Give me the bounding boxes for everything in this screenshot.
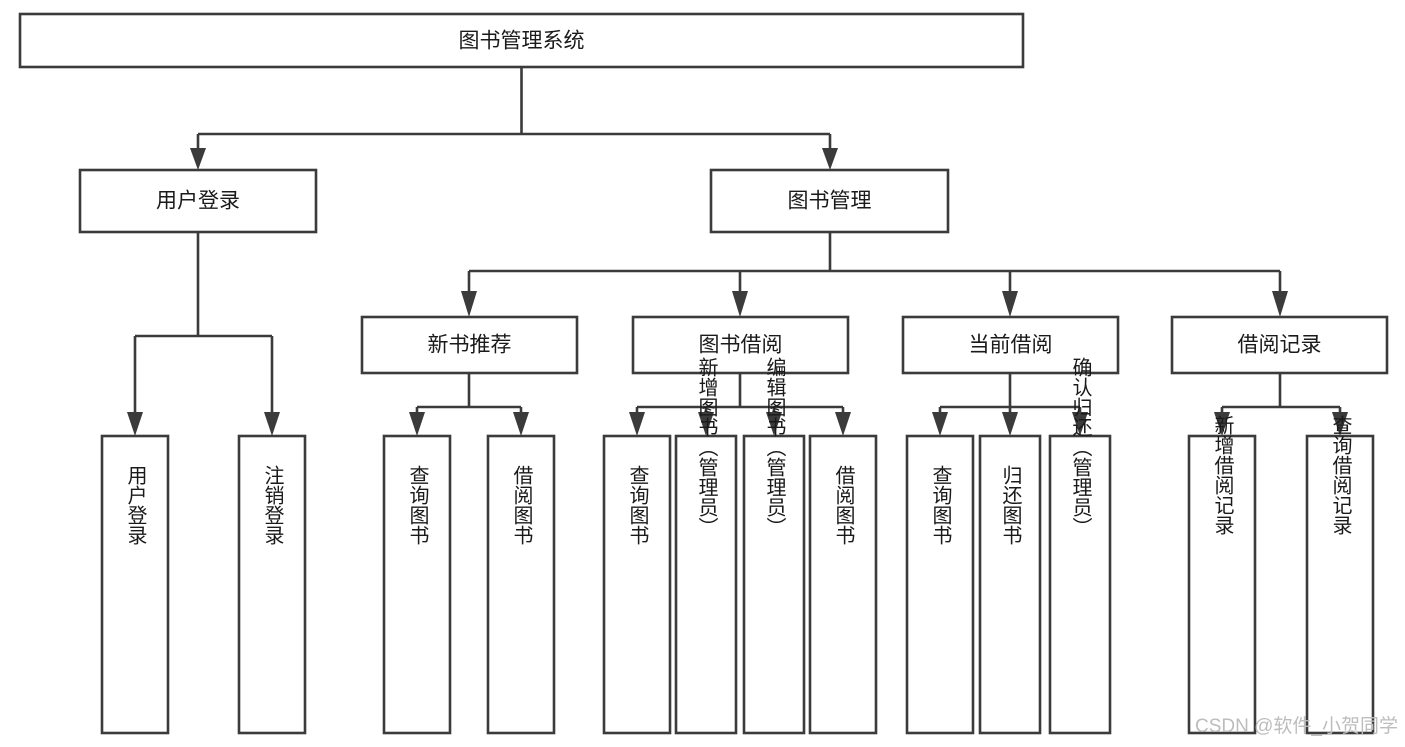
arrow-head-userlogin-leaf-2: [264, 412, 280, 436]
node-new-book-recommend-box[interactable]: [360, 315, 579, 375]
node-user-login[interactable]: 用户登录: [78, 168, 318, 234]
leaf-query-borrow-record-label: 查询借阅记录: [1329, 415, 1352, 535]
leaf-add-borrow-record-box[interactable]: [1187, 434, 1257, 735]
leaf-confirm-return-admin-box[interactable]: [1048, 434, 1112, 735]
leaf-user-login-box[interactable]: [100, 434, 170, 735]
leaf-add-book-admin[interactable]: 新增图书（管理员）: [674, 357, 738, 735]
node-user-login-label: 用户登录: [156, 190, 240, 213]
arrow-head-bookborrow-leaf-2: [698, 412, 714, 436]
arrow-head-to-current-borrow: [1002, 291, 1018, 317]
leaf-user-login[interactable]: 用户登录: [100, 434, 170, 735]
leaf-newbook-query-book[interactable]: 查询图书: [382, 434, 452, 735]
leaf-edit-book-admin-box[interactable]: [742, 434, 806, 735]
node-current-borrow-box[interactable]: [901, 315, 1120, 375]
arrow-head-newbook-leaf-2: [513, 412, 529, 436]
leaf-logout-label: 注销登录: [261, 465, 284, 545]
leaf-bookborrow-borrow-book-label: 借阅图书: [832, 465, 855, 545]
leaf-logout-box[interactable]: [237, 434, 307, 735]
arrow-head-borrowrecord-leaf-1: [1214, 412, 1230, 436]
arrow-head-currentborrow-leaf-1: [932, 412, 948, 436]
arrow-head-root-to-user-login: [190, 148, 206, 170]
leaf-newbook-query-book-label: 查询图书: [406, 465, 429, 545]
leaf-return-book-box[interactable]: [978, 434, 1042, 735]
leaf-edit-book-admin-label: 编辑图书（管理员）: [763, 357, 786, 537]
node-borrow-record-label: 借阅记录: [1238, 334, 1322, 357]
leaf-confirm-return-admin[interactable]: 确认归还（管理员）: [1048, 357, 1112, 735]
arrow-head-currentborrow-leaf-2: [1002, 412, 1018, 436]
leaf-currentborrow-query-book-box[interactable]: [905, 434, 975, 735]
arrow-head-userlogin-leaf-1: [127, 412, 143, 436]
arrow-head-to-new-book-rec: [461, 291, 477, 317]
node-root-box[interactable]: [18, 12, 1025, 69]
leaf-bookborrow-borrow-book[interactable]: 借阅图书: [808, 434, 878, 735]
leaf-edit-book-admin[interactable]: 编辑图书（管理员）: [742, 357, 806, 735]
leaf-return-book-label: 归还图书: [999, 465, 1022, 545]
arrow-head-bookborrow-leaf-1: [629, 412, 645, 436]
leaf-bookborrow-query-book-label: 查询图书: [626, 465, 649, 545]
node-book-borrow-box[interactable]: [631, 315, 850, 375]
arrow-head-currentborrow-leaf-3: [1072, 412, 1088, 436]
arrow-head-to-book-borrow: [732, 291, 748, 317]
leaf-add-book-admin-label: 新增图书（管理员）: [695, 357, 718, 537]
leaf-currentborrow-query-book[interactable]: 查询图书: [905, 434, 975, 735]
arrow-head-bookborrow-leaf-4: [835, 412, 851, 436]
watermark-label: CSDN @软件_小贺同学: [1195, 715, 1398, 737]
arrow-head-root-to-book-mgmt: [822, 148, 838, 170]
node-book-borrow-label: 图书借阅: [699, 334, 783, 357]
leaf-bookborrow-query-book[interactable]: 查询图书: [602, 434, 672, 735]
arrow-head-newbook-leaf-1: [409, 412, 425, 436]
node-current-borrow[interactable]: 当前借阅: [901, 315, 1120, 375]
leaf-user-login-label: 用户登录: [124, 465, 147, 545]
leaf-currentborrow-query-book-label: 查询图书: [929, 465, 952, 545]
leaf-newbook-borrow-book-label: 借阅图书: [510, 465, 533, 545]
leaf-query-borrow-record[interactable]: 查询借阅记录: [1305, 415, 1375, 735]
node-new-book-recommend-label: 新书推荐: [428, 334, 512, 357]
leaf-add-book-admin-box[interactable]: [674, 434, 738, 735]
arrow-head-bookborrow-leaf-3: [766, 412, 782, 436]
node-root-book-management-system[interactable]: 图书管理系统: [18, 12, 1025, 69]
node-new-book-recommend[interactable]: 新书推荐: [360, 315, 579, 375]
leaf-newbook-query-book-box[interactable]: [382, 434, 452, 735]
leaf-bookborrow-query-book-box[interactable]: [602, 434, 672, 735]
node-root-label: 图书管理系统: [459, 30, 585, 53]
leaf-newbook-borrow-book[interactable]: 借阅图书: [486, 434, 556, 735]
leaf-confirm-return-admin-label: 确认归还（管理员）: [1069, 357, 1092, 537]
leaf-query-borrow-record-box[interactable]: [1305, 434, 1375, 735]
node-borrow-record[interactable]: 借阅记录: [1170, 315, 1389, 375]
node-book-management-box[interactable]: [709, 168, 950, 234]
node-current-borrow-label: 当前借阅: [969, 334, 1053, 357]
arrow-head-to-borrow-record: [1272, 291, 1288, 317]
node-book-borrow[interactable]: 图书借阅: [631, 315, 850, 375]
leaf-newbook-borrow-book-box[interactable]: [486, 434, 556, 735]
connector-layer: [127, 67, 1348, 436]
leaf-return-book[interactable]: 归还图书: [978, 434, 1042, 735]
leaf-add-borrow-record-label: 新增借阅记录: [1211, 415, 1234, 535]
node-book-management-label: 图书管理: [788, 190, 872, 213]
leaf-logout[interactable]: 注销登录: [237, 434, 307, 735]
leaf-add-borrow-record[interactable]: 新增借阅记录: [1187, 415, 1257, 735]
node-borrow-record-box[interactable]: [1170, 315, 1389, 375]
leaf-bookborrow-borrow-book-box[interactable]: [808, 434, 878, 735]
arrow-head-borrowrecord-leaf-2: [1332, 412, 1348, 436]
node-user-login-box[interactable]: [78, 168, 318, 234]
node-book-management[interactable]: 图书管理: [709, 168, 950, 234]
